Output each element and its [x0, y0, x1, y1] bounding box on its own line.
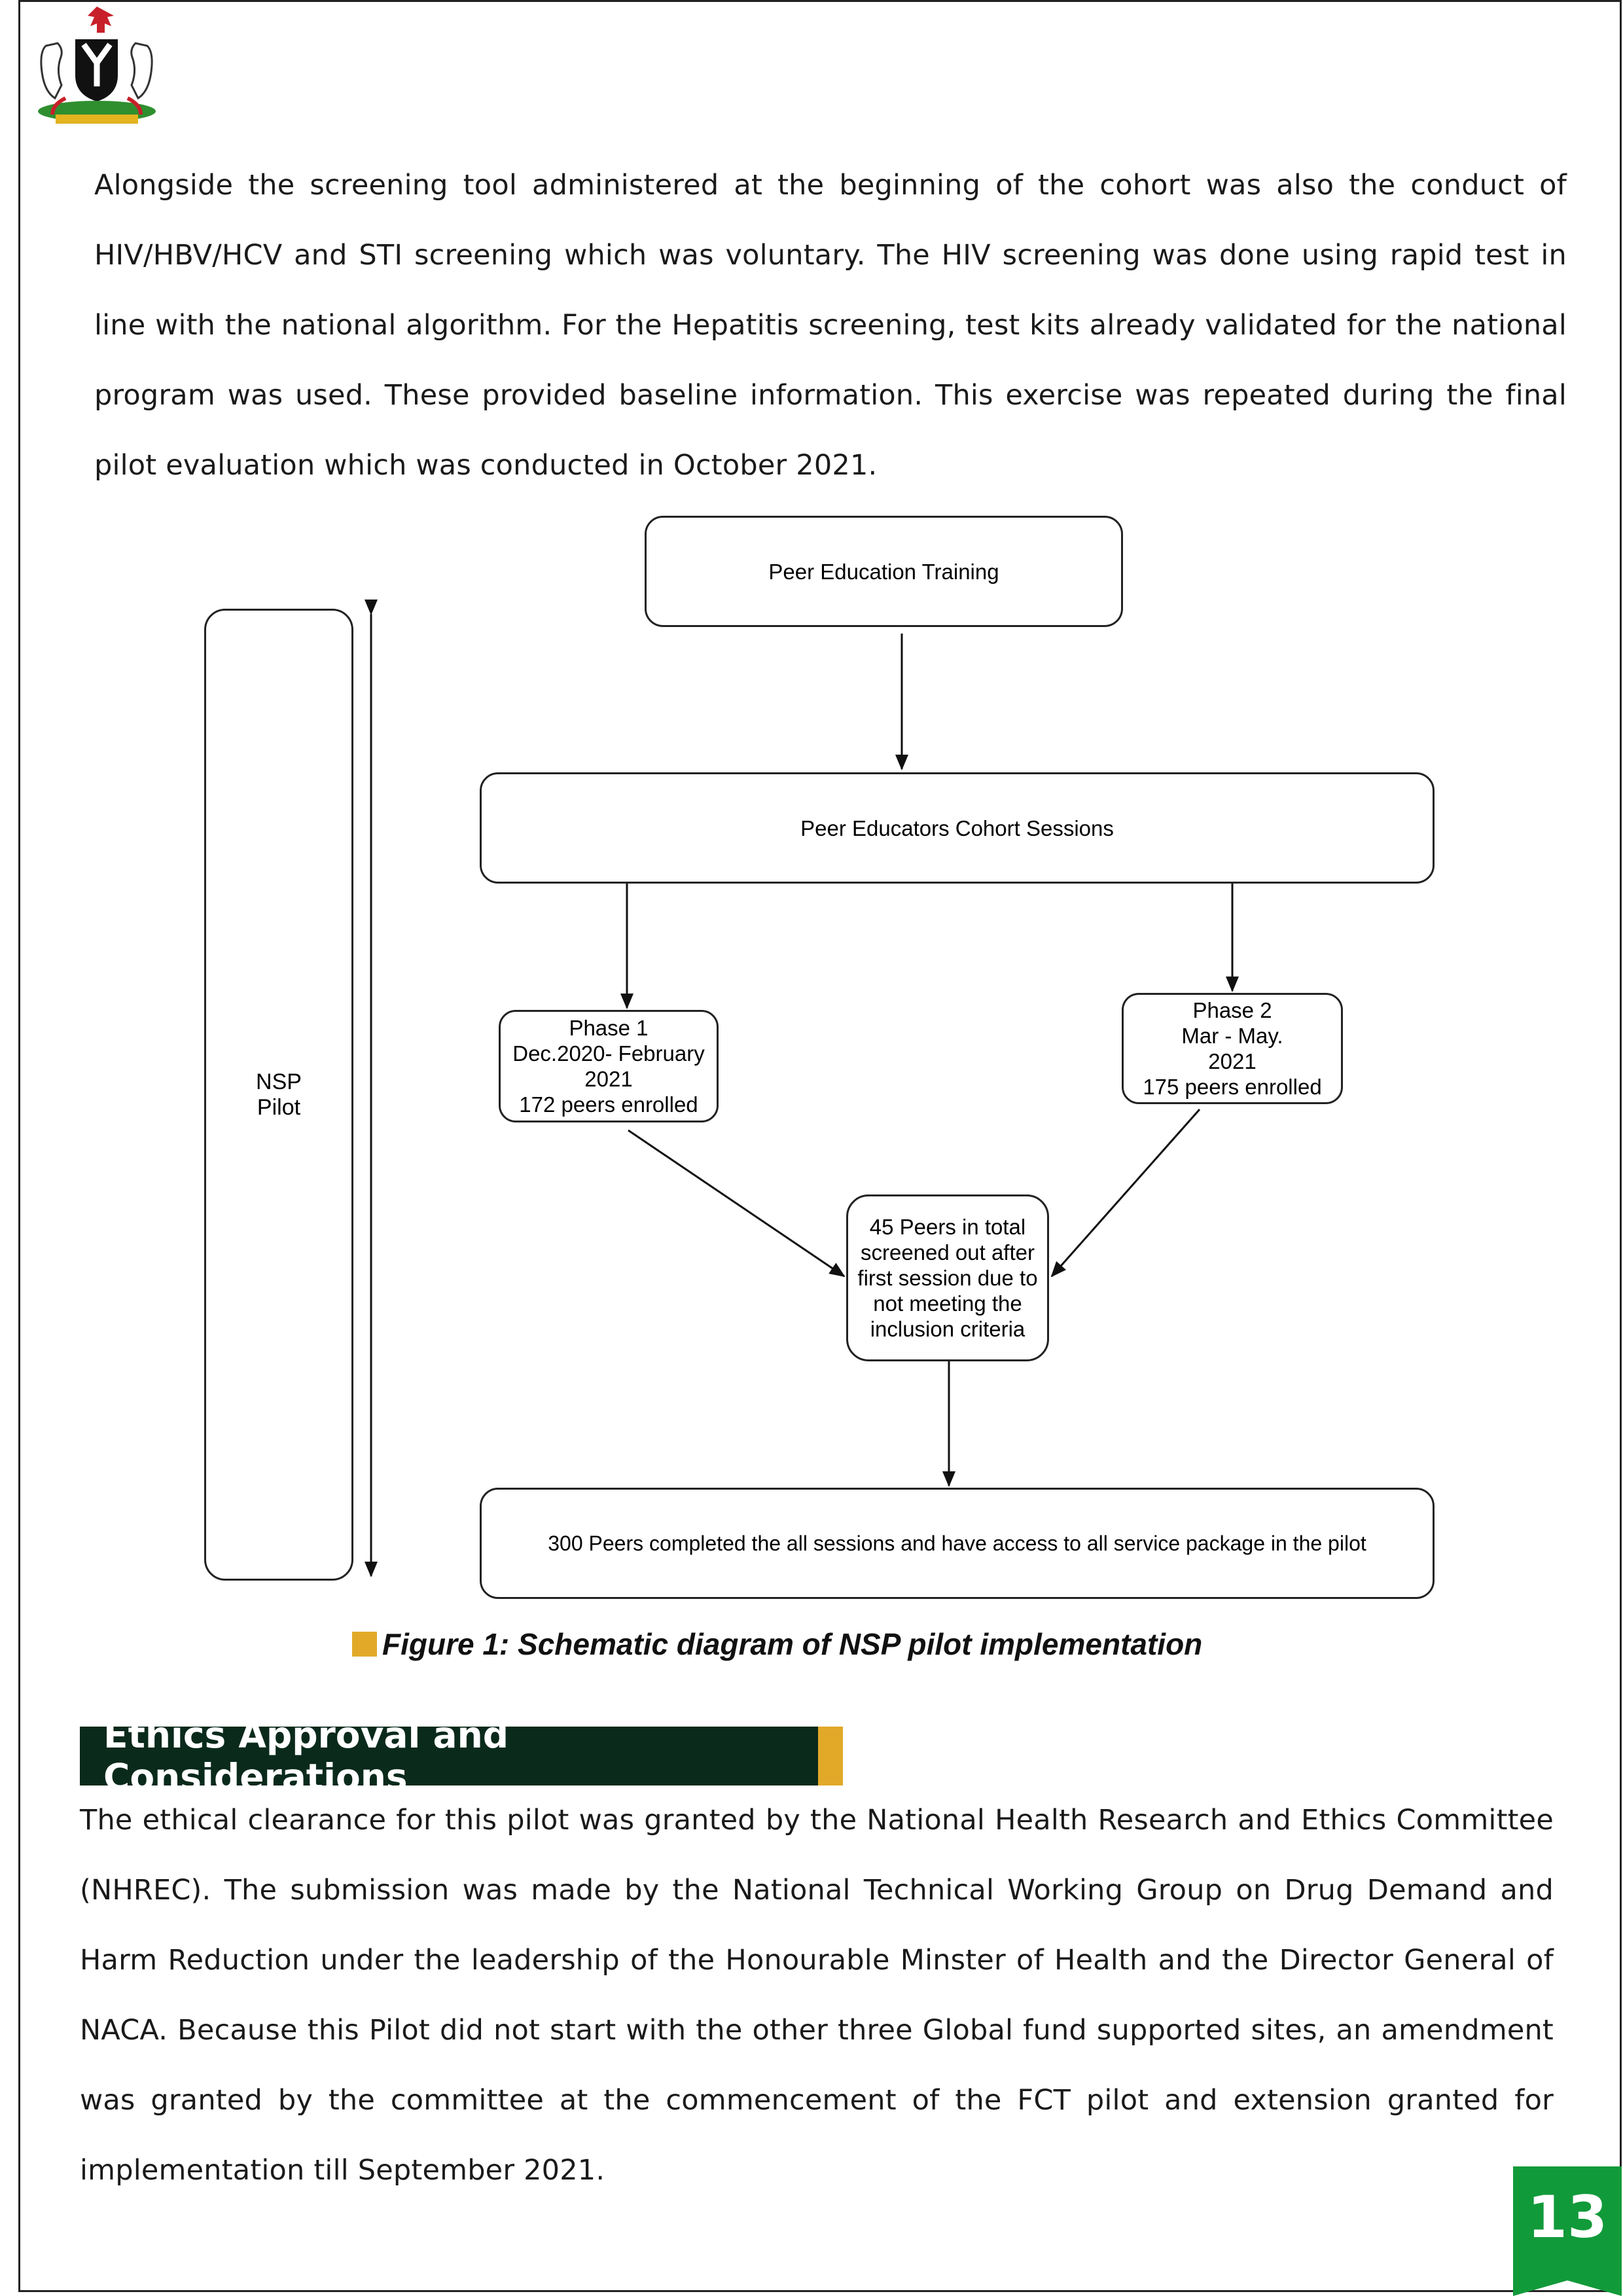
diagram-arrows	[365, 600, 1239, 1577]
nigeria-coat-of-arms-logo	[20, 0, 173, 131]
box-phase-1: Phase 1 Dec.2020- February 2021 172 peer…	[499, 1010, 719, 1122]
figure-caption-text: Figure 1: Schematic diagram of NSP pilot…	[382, 1627, 1203, 1661]
arrow-phase2-to-screened	[1050, 1109, 1201, 1278]
box-peer-education-training: Peer Education Training	[645, 516, 1123, 627]
figure-caption: Figure 1: Schematic diagram of NSP pilot…	[352, 1624, 1202, 1664]
intro-paragraph: Alongside the screening tool administere…	[94, 169, 1567, 482]
box-nsp-pilot: NSP Pilot	[204, 609, 353, 1581]
box-phase-2: Phase 2 Mar - May. 2021 175 peers enroll…	[1122, 993, 1343, 1104]
page-number: 13	[1527, 2183, 1608, 2251]
page-border	[18, 0, 1622, 2292]
ethics-paragraph: The ethical clearance for this pilot was…	[80, 1804, 1554, 2187]
arrow-phase1-to-screened	[628, 1129, 846, 1278]
section-heading-text: Ethics Approval and Considerations	[103, 1714, 509, 1798]
section-heading: Ethics Approval and Considerations	[80, 1714, 818, 1798]
box-screened-out: 45 Peers in total screened out after fir…	[846, 1194, 1049, 1361]
section-heading-accent	[818, 1727, 843, 1785]
caption-square-icon	[352, 1632, 377, 1657]
box-completed: 300 Peers completed the all sessions and…	[480, 1488, 1435, 1599]
nsp-schematic-diagram: Peer Education Training Peer Educators C…	[204, 516, 1435, 1599]
page-number-badge: 13	[1513, 2166, 1622, 2296]
box-cohort-sessions: Peer Educators Cohort Sessions	[480, 772, 1435, 884]
